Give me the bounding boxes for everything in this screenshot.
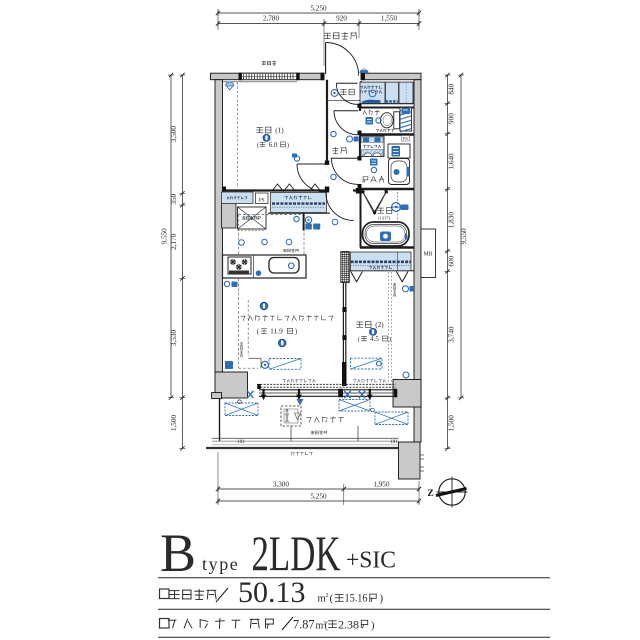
svg-text:50.13: 50.13 [238,576,306,609]
svg-text:1,830: 1,830 [447,212,455,229]
svg-text:2.38: 2.38 [338,618,359,632]
svg-text:1,550: 1,550 [381,15,398,23]
svg-text:600: 600 [447,255,455,266]
svg-text:9,550: 9,550 [160,228,168,245]
svg-text:15.16: 15.16 [345,591,368,605]
svg-text:PS: PS [259,197,265,203]
svg-text:2: 2 [323,621,326,627]
svg-text:840: 840 [447,83,455,94]
svg-text:m: m [316,621,324,632]
svg-text:(: ( [330,593,334,605]
svg-text:1,500: 1,500 [447,415,455,432]
svg-text:(: ( [257,328,260,336]
svg-text:101: 101 [237,440,245,445]
svg-text:+SIC: +SIC [346,548,396,574]
svg-text:5,250: 5,250 [310,5,327,13]
svg-text:): ) [380,593,384,605]
svg-text:2,780: 2,780 [263,15,280,23]
svg-text:920: 920 [336,15,347,23]
svg-text:PS: PS [403,136,408,141]
svg-text:101: 101 [390,440,398,445]
svg-text:11.9: 11.9 [270,327,283,336]
svg-text:3,300: 3,300 [273,480,290,488]
svg-text:): ) [295,328,298,336]
svg-text:): ) [287,142,289,149]
svg-text:(1): (1) [275,127,284,135]
svg-text:): ) [389,336,391,343]
svg-text:): ) [371,621,375,632]
svg-text:2: 2 [326,593,329,599]
svg-text:MB: MB [423,252,432,258]
svg-text:350: 350 [170,193,178,204]
svg-text:3,500: 3,500 [170,126,178,143]
svg-text:3,530: 3,530 [170,330,178,347]
svg-text:(: ( [257,142,259,149]
svg-text:(1317): (1317) [378,215,391,220]
svg-text:(: ( [325,621,329,632]
svg-text:2LDK: 2LDK [252,525,341,581]
svg-text:1,640: 1,640 [447,153,455,170]
svg-text:(2): (2) [375,321,384,329]
svg-text:type: type [202,554,239,574]
svg-text:B: B [160,523,196,583]
svg-text:m: m [318,594,326,605]
svg-text:Z: Z [427,489,433,499]
svg-text:4.5: 4.5 [370,335,379,343]
svg-text:3,740: 3,740 [447,326,455,343]
svg-text:5,250: 5,250 [310,492,327,500]
svg-text:6.0: 6.0 [269,141,278,149]
svg-text:1,500: 1,500 [170,415,178,432]
svg-text:900: 900 [447,113,455,124]
svg-text:1,950: 1,950 [373,480,390,488]
svg-text:7.87: 7.87 [293,617,315,632]
svg-text:2,170: 2,170 [170,233,178,250]
svg-text:9,550: 9,550 [460,228,468,245]
svg-text:(: ( [358,336,360,343]
